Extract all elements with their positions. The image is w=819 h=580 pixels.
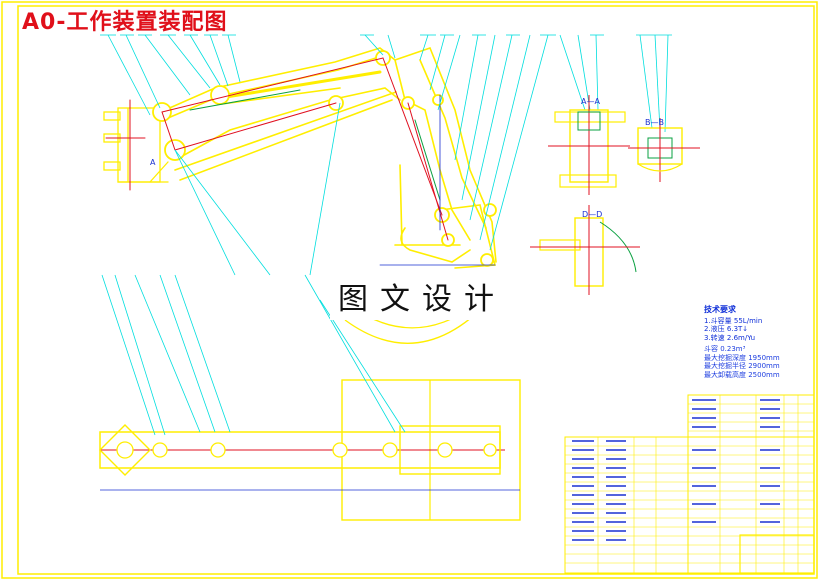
section-view-b-b [628,118,700,182]
tech-param: 最大挖掘深度 1950mm [704,353,780,362]
tech-line: 3.转速 2.6m/Yu [704,333,756,342]
watermark-text: 图文设计 [330,272,514,320]
sheet-inner-frame [17,5,815,575]
tech-param: 最大卸载高度 2500mm [704,370,780,379]
part-leader-lines-top [107,34,669,276]
tech-param: 最大挖掘半径 2900mm [704,362,780,370]
tech-param: 斗容 0.23m³ [704,345,746,353]
section-view-a-a [548,95,630,195]
technical-requirements: 技术要求 1.斗容量 55L/min 2.液压 6.3T↓ 3.转速 2.6m/… [704,305,814,379]
section-label-b-b: B—B [645,118,664,127]
part-leader-lines-bottom [101,274,406,436]
section-view-d-d [530,205,640,295]
parts-list-table [564,394,815,574]
tech-line: 1.斗容量 55L/min [704,316,763,325]
boom-assembly-elevation [103,46,497,269]
section-label-d-d: D—D [582,210,603,219]
tech-line: 2.液压 6.3T↓ [704,325,749,333]
parts-list-entries [572,399,780,541]
tech-requirements-heading: 技术要求 [704,305,736,314]
drawing-title: A0-工作装置装配图 [22,10,228,35]
section-marker-a: A [150,158,156,167]
section-label-a-a: A—A [581,97,600,106]
boom-assembly-plan-view [99,379,521,521]
